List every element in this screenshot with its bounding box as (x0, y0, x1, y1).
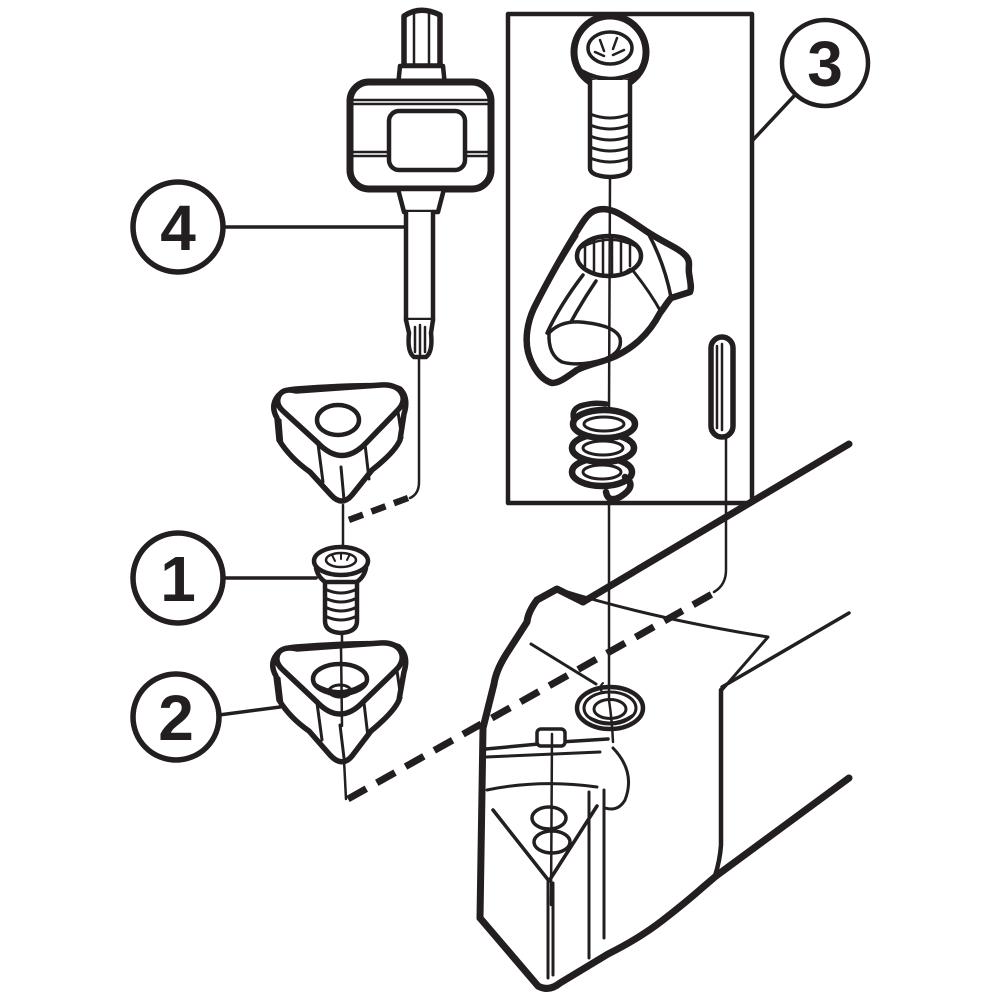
insert-bottom-axis (339, 644, 348, 801)
clamp-side-line2 (632, 270, 663, 314)
key-hex-shaft (401, 7, 443, 69)
clamp-axis-line (607, 176, 612, 410)
holder-front-axis-line (549, 732, 554, 907)
tool-holder (476, 440, 853, 992)
trigon-insert-bottom (270, 640, 409, 801)
insert-top-face (274, 382, 406, 459)
clamp-spring (568, 400, 639, 503)
clamp-side-line (646, 231, 673, 299)
callout-3-label: 3 (807, 28, 843, 100)
clamp-axis-to-hole (607, 498, 615, 744)
key-axis-line (408, 356, 421, 500)
holder-front-hole-upper (530, 805, 568, 831)
insert-bottom-cone-lines (316, 684, 364, 696)
callout-3-circle (779, 17, 871, 109)
hole-entry-curl (599, 682, 605, 694)
holder-pocket-ridge (529, 642, 598, 686)
spring-coil-1 (569, 406, 639, 442)
callout-2: 2 (130, 671, 282, 763)
holder-front-top-line2 (484, 750, 602, 759)
clamp-bevel-line (559, 234, 579, 264)
torque-key (344, 7, 495, 525)
clamp-pad (547, 320, 623, 366)
clamp-pin (708, 334, 736, 594)
insert-top-facets (278, 410, 404, 502)
key-dash-link (344, 494, 410, 525)
callout-2-label: 2 (158, 682, 194, 754)
callout-1-circle (130, 530, 226, 626)
insert-screw-threads (323, 587, 359, 622)
trigon-insert-top (271, 382, 409, 504)
holder-head-left-edge (476, 585, 587, 922)
key-window (386, 108, 468, 173)
assembly-box (505, 11, 755, 506)
callout-3-leader (750, 93, 797, 143)
clamp-hole-hatch (583, 236, 632, 276)
key-neck (395, 186, 447, 215)
callout-4-circle (130, 179, 226, 275)
callout-2-circle (130, 671, 222, 763)
insert-screw (311, 544, 371, 636)
clamp-screw-socket (586, 30, 634, 66)
key-hex-facets (412, 8, 431, 66)
callout-1: 1 (130, 530, 318, 626)
holder-right-edge (712, 687, 724, 879)
holder-shank-mid-edge (720, 611, 851, 689)
insert-bottom-bore (327, 683, 353, 699)
insert-screw-torx-marks (331, 552, 351, 562)
callout-4: 4 (130, 179, 406, 275)
insert-bottom-facets (277, 669, 403, 760)
spring-top-end (570, 400, 609, 423)
clamp-screw-flange (578, 68, 642, 82)
clamp-screw-threads (588, 112, 632, 164)
pin-leader-line (712, 435, 728, 594)
holder-shank-top-edge (579, 440, 853, 606)
holder-pocket-corner-lines (546, 880, 555, 980)
clamp-screw-torx-marks (593, 36, 626, 58)
spring-coil-1-inner (582, 415, 626, 433)
holder-head-bottom-edge (476, 872, 720, 992)
holder-relief-curve (603, 746, 630, 811)
hole-thread-arc (585, 713, 635, 724)
pin-highlight-lines (715, 342, 724, 432)
clamp (523, 205, 695, 387)
callout-3: 3 (750, 17, 871, 143)
clamp-screw (570, 12, 650, 180)
callout-2-leader (217, 705, 282, 717)
pocket-dash-line (346, 589, 716, 803)
callout-1-label: 1 (160, 543, 196, 615)
holder-front-band (485, 782, 599, 792)
holder-front-edge-lines (587, 788, 606, 960)
spring-bottom-end (602, 473, 634, 503)
key-shaft (403, 209, 436, 323)
insert-top-hole (314, 402, 362, 438)
insert-screw-head (311, 544, 371, 578)
holder-shank-bottom-edge (712, 774, 853, 880)
key-tip-flutes (413, 323, 427, 356)
holder-top-face-ridge (556, 587, 770, 692)
key-body-lines (351, 98, 490, 158)
callout-4-label: 4 (160, 192, 196, 264)
